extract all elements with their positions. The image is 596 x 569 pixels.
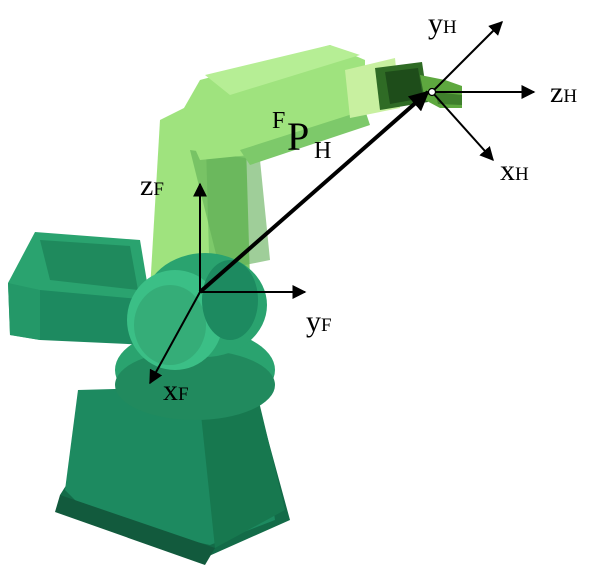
vector-main-label: P bbox=[287, 114, 309, 159]
frame-h-axes bbox=[427, 21, 536, 162]
frame-f-axes bbox=[149, 182, 307, 385]
side-box bbox=[8, 232, 150, 345]
robot-base bbox=[55, 328, 290, 565]
y-h-label: yH bbox=[428, 7, 457, 40]
z-f-label: zF bbox=[140, 169, 164, 202]
vector-sup-label: F bbox=[272, 108, 285, 134]
y-h-axis-arrow bbox=[431, 21, 503, 93]
upper-arm bbox=[180, 45, 370, 165]
shoulder-joint bbox=[127, 253, 267, 370]
position-vector-arrow bbox=[198, 90, 430, 294]
z-h-label: zH bbox=[550, 76, 577, 109]
x-f-axis-arrow bbox=[149, 291, 201, 385]
vector-sub-label: H bbox=[314, 138, 331, 164]
x-h-label: xH bbox=[500, 154, 529, 187]
x-h-axis-arrow bbox=[431, 91, 494, 162]
x-f-label: xF bbox=[163, 374, 189, 407]
wrist-gripper bbox=[345, 58, 462, 118]
y-f-label: yF bbox=[306, 305, 332, 338]
frame-h-origin bbox=[427, 87, 437, 97]
